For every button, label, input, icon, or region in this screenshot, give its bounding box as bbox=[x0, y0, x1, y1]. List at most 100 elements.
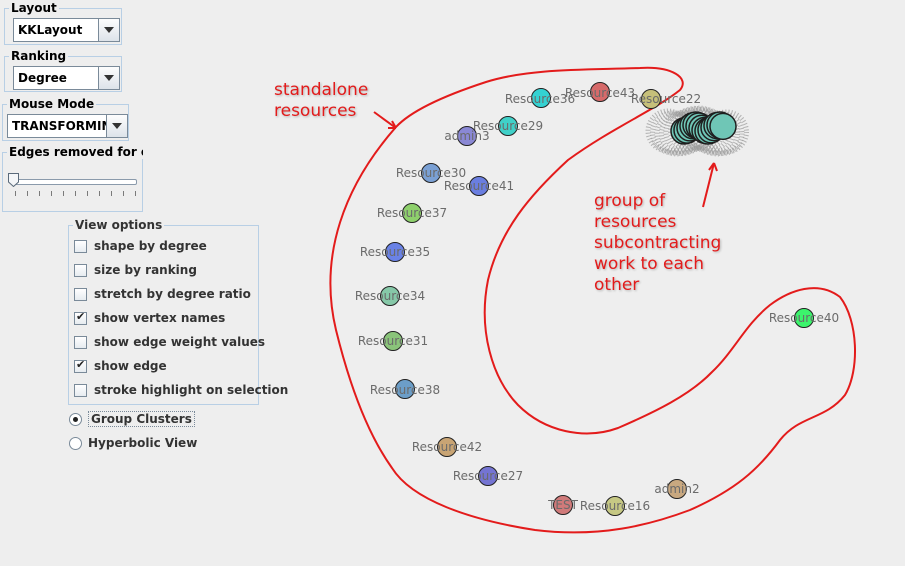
layout-group-title: Layout bbox=[9, 1, 59, 15]
chevron-down-icon[interactable] bbox=[106, 115, 127, 137]
checkbox-box[interactable] bbox=[74, 310, 87, 325]
cluster-edge-halo bbox=[704, 109, 749, 155]
vertex-node[interactable]: Resource43 bbox=[565, 82, 635, 102]
annotation-line: resources bbox=[274, 101, 357, 121]
vertex-circle[interactable] bbox=[402, 203, 422, 223]
vertex-label: Resource42 bbox=[412, 440, 482, 454]
vertex-node[interactable]: Resource38 bbox=[370, 379, 440, 399]
radio-hyperbolic-view[interactable]: Hyperbolic View bbox=[69, 434, 197, 452]
checkbox-stretch-by-degree-ratio[interactable]: stretch by degree ratio bbox=[74, 285, 251, 303]
checkbox-label: size by ranking bbox=[94, 263, 197, 277]
checkbox-shape-by-degree[interactable]: shape by degree bbox=[74, 237, 207, 255]
annotation-line: other bbox=[594, 275, 640, 295]
vertex-label: Resource16 bbox=[580, 499, 650, 513]
checkbox-show-vertex-names[interactable]: show vertex names bbox=[74, 309, 225, 327]
checkbox-label: show vertex names bbox=[94, 311, 226, 325]
view-options-group: View options bbox=[68, 218, 259, 405]
vertex-label: Resource36 bbox=[505, 92, 575, 106]
slider-tick bbox=[15, 191, 16, 196]
chevron-down-icon[interactable] bbox=[98, 19, 119, 41]
vertex-circle[interactable] bbox=[590, 82, 610, 102]
radio-button[interactable] bbox=[69, 436, 82, 450]
vertex-circle[interactable] bbox=[478, 466, 498, 486]
vertex-circle[interactable] bbox=[498, 116, 518, 136]
vertex-node[interactable]: Resource22 bbox=[631, 89, 701, 109]
vertex-node[interactable]: Resource34 bbox=[355, 286, 425, 306]
checkbox-stroke-highlight[interactable]: stroke highlight on selection bbox=[74, 381, 288, 399]
checkbox-box[interactable] bbox=[74, 263, 87, 277]
annotation-group: group of resources subcontracting work t… bbox=[594, 191, 721, 296]
vertex-circle[interactable] bbox=[457, 126, 477, 146]
ranking-group-title: Ranking bbox=[9, 49, 69, 63]
slider-tick bbox=[87, 191, 88, 196]
slider-tick bbox=[63, 191, 64, 196]
vertex-label: Resource34 bbox=[355, 289, 425, 303]
subcontracting-cluster[interactable] bbox=[645, 105, 749, 157]
vertex-circle[interactable] bbox=[469, 176, 489, 196]
annotation-arrow-head bbox=[708, 162, 718, 172]
edges-removed-group: Edges removed for cl... bbox=[2, 145, 143, 212]
vertex-circle[interactable] bbox=[383, 331, 403, 351]
vertex-node[interactable]: admin2 bbox=[654, 479, 700, 499]
slider-tick bbox=[39, 191, 40, 196]
checkbox-size-by-ranking[interactable]: size by ranking bbox=[74, 261, 197, 279]
slider-tick bbox=[135, 191, 136, 196]
slider-tick bbox=[75, 191, 76, 196]
vertex-label: admin3 bbox=[444, 129, 489, 143]
checkbox-show-edge-weight-values[interactable]: show edge weight values bbox=[74, 333, 265, 351]
radio-button[interactable] bbox=[69, 412, 82, 426]
vertex-circle[interactable] bbox=[641, 89, 661, 109]
vertex-label: Resource40 bbox=[769, 311, 839, 325]
vertex-circle[interactable] bbox=[385, 242, 405, 262]
checkbox-box[interactable] bbox=[74, 335, 87, 349]
vertex-label: TEST bbox=[547, 498, 579, 512]
vertex-node[interactable]: Resource27 bbox=[453, 466, 523, 486]
vertex-circle[interactable] bbox=[605, 496, 625, 516]
vertex-node[interactable]: TEST bbox=[547, 495, 579, 515]
vertex-circle[interactable] bbox=[395, 379, 415, 399]
ranking-combo[interactable]: Degree bbox=[13, 66, 120, 90]
layout-combo[interactable]: KKLayout bbox=[13, 18, 120, 42]
ranking-combo-value: Degree bbox=[18, 71, 67, 85]
vertex-label: Resource41 bbox=[444, 179, 514, 193]
radio-label: Group Clusters bbox=[88, 411, 195, 427]
vertex-label: Resource37 bbox=[377, 206, 447, 220]
vertex-circle[interactable] bbox=[437, 437, 457, 457]
vertex-circle[interactable] bbox=[553, 495, 573, 515]
mouse-mode-combo[interactable]: TRANSFORMING bbox=[7, 114, 128, 138]
radio-group-clusters[interactable]: Group Clusters bbox=[69, 410, 195, 428]
vertex-node[interactable]: Resource41 bbox=[444, 176, 514, 196]
mouse-mode-group-title: Mouse Mode bbox=[7, 97, 97, 111]
vertex-node[interactable]: Resource31 bbox=[358, 331, 428, 351]
vertex-label: Resource30 bbox=[396, 166, 466, 180]
cluster-vertex[interactable] bbox=[709, 112, 737, 141]
checkbox-box[interactable] bbox=[74, 239, 87, 253]
checkbox-label: stroke highlight on selection bbox=[94, 383, 289, 397]
vertex-circle[interactable] bbox=[531, 88, 551, 108]
annotation-arrow bbox=[702, 162, 715, 208]
edges-removed-group-title: Edges removed for cl... bbox=[7, 145, 143, 159]
vertex-node[interactable]: Resource30 bbox=[396, 163, 466, 183]
annotation-line: work to each bbox=[594, 254, 705, 274]
vertex-node[interactable]: Resource16 bbox=[580, 496, 650, 516]
checkbox-show-edge[interactable]: show edge bbox=[74, 357, 167, 375]
vertex-circle[interactable] bbox=[667, 479, 687, 499]
edges-slider-thumb[interactable] bbox=[8, 173, 19, 187]
vertex-circle[interactable] bbox=[421, 163, 441, 183]
checkbox-box[interactable] bbox=[74, 358, 87, 373]
vertex-node[interactable]: admin3 bbox=[444, 126, 490, 146]
vertex-node[interactable]: Resource36 bbox=[505, 88, 575, 108]
checkbox-box[interactable] bbox=[74, 287, 87, 301]
vertex-label: Resource38 bbox=[370, 383, 440, 397]
vertex-node[interactable]: Resource35 bbox=[360, 242, 430, 262]
vertex-circle[interactable] bbox=[380, 286, 400, 306]
vertex-node[interactable]: Resource37 bbox=[377, 203, 447, 223]
vertex-node[interactable]: Resource40 bbox=[769, 308, 839, 328]
checkbox-box[interactable] bbox=[74, 383, 87, 397]
vertex-circle[interactable] bbox=[794, 308, 814, 328]
vertex-node[interactable]: Resource42 bbox=[412, 437, 482, 457]
chevron-down-icon[interactable] bbox=[98, 67, 119, 89]
vertex-node[interactable]: Resource29 bbox=[473, 116, 543, 136]
